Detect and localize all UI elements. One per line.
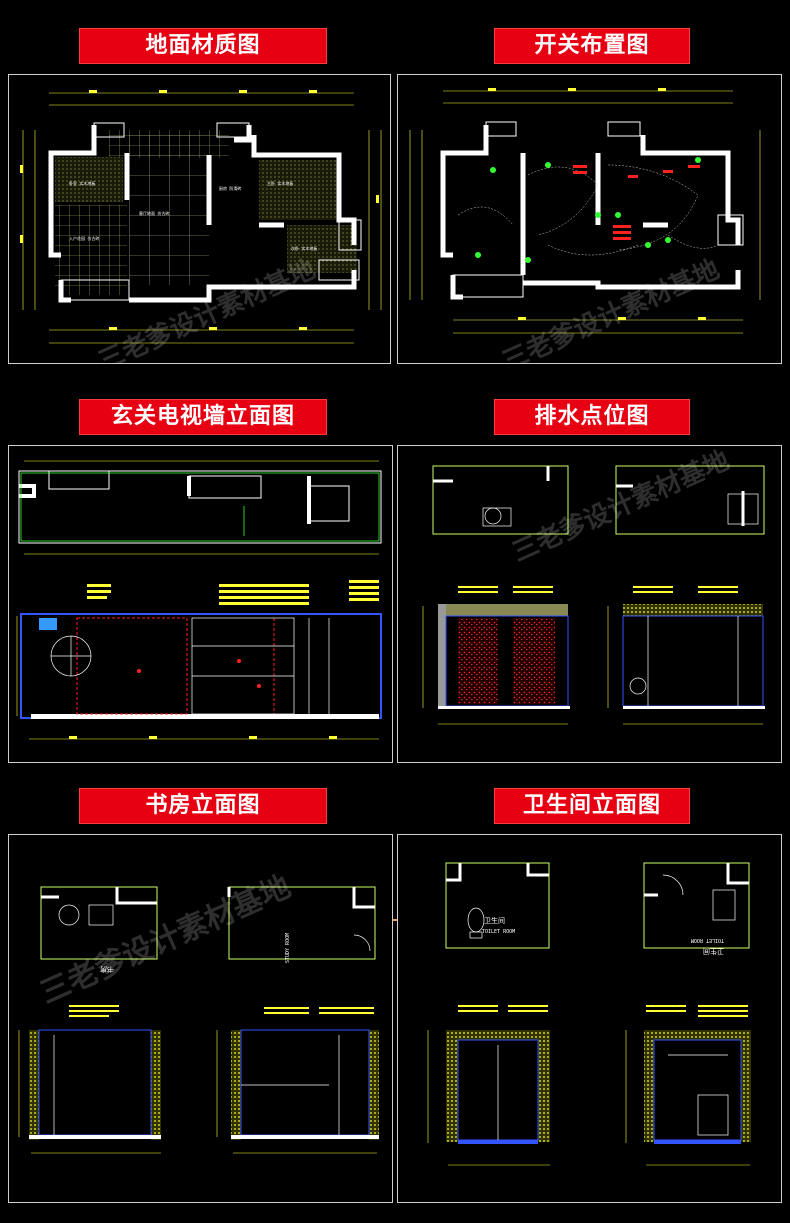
svg-text:厨房 防滑砖: 厨房 防滑砖 [219,185,241,191]
toilet-room-label-cn: 卫生间 [484,916,505,925]
svg-text:次卧 实木地板: 次卧 实木地板 [291,245,317,251]
bathroom-elevation-drawing: 卫生间 TOILET ROOM 卫生间 TOILET ROOM [397,834,782,1203]
title-bathroom-elevation: 卫生间立面图 [494,788,690,824]
entrance-tv-wall-drawing [8,445,393,763]
toilet-room-label-en-flipped: TOILET ROOM [691,937,724,943]
switch-layout-drawing: 三老爹设计素材基地 [397,74,782,364]
drainage-svg [422,465,765,725]
floor-plan-svg: 客厅地面 仿古砖 卧室 实木地板 主卧 实木地板 入户花园 仿古砖 次卧 实木地… [20,90,382,344]
switch-plan-svg [409,88,761,334]
study-elevation-drawing: 书房 STUDY ROOM 三老爹设计素材 [8,834,393,1203]
svg-text:卧室 实木地板: 卧室 实木地板 [69,180,95,186]
svg-text:主卧 实木地板: 主卧 实木地板 [267,180,293,186]
tv-wall-svg [16,460,382,740]
svg-text:入户花园 仿古砖: 入户花园 仿古砖 [69,235,99,241]
study-room-label: STUDY ROOM [285,933,291,963]
bathroom-svg: 卫生间 TOILET ROOM 卫生间 TOILET ROOM [427,862,751,1166]
title-entrance-tv-wall: 玄关电视墙立面图 [79,399,327,435]
toilet-room-label-en: TOILET ROOM [482,929,515,935]
drainage-points-drawing: 三老爹设计素材基地 [397,445,782,763]
toilet-room-label-cn-flipped: 卫生间 [703,947,724,956]
title-study-elevation: 书房立面图 [79,788,327,824]
study-label-cn: 书房 [100,965,114,974]
study-svg: 书房 STUDY ROOM [18,886,379,1154]
title-switch-layout: 开关布置图 [494,28,690,64]
title-floor-material: 地面材质图 [79,28,327,64]
svg-text:客厅地面 仿古砖: 客厅地面 仿古砖 [139,210,169,216]
title-drainage-points: 排水点位图 [494,399,690,435]
floor-material-drawing: 客厅地面 仿古砖 卧室 实木地板 主卧 实木地板 入户花园 仿古砖 次卧 实木地… [8,74,391,364]
